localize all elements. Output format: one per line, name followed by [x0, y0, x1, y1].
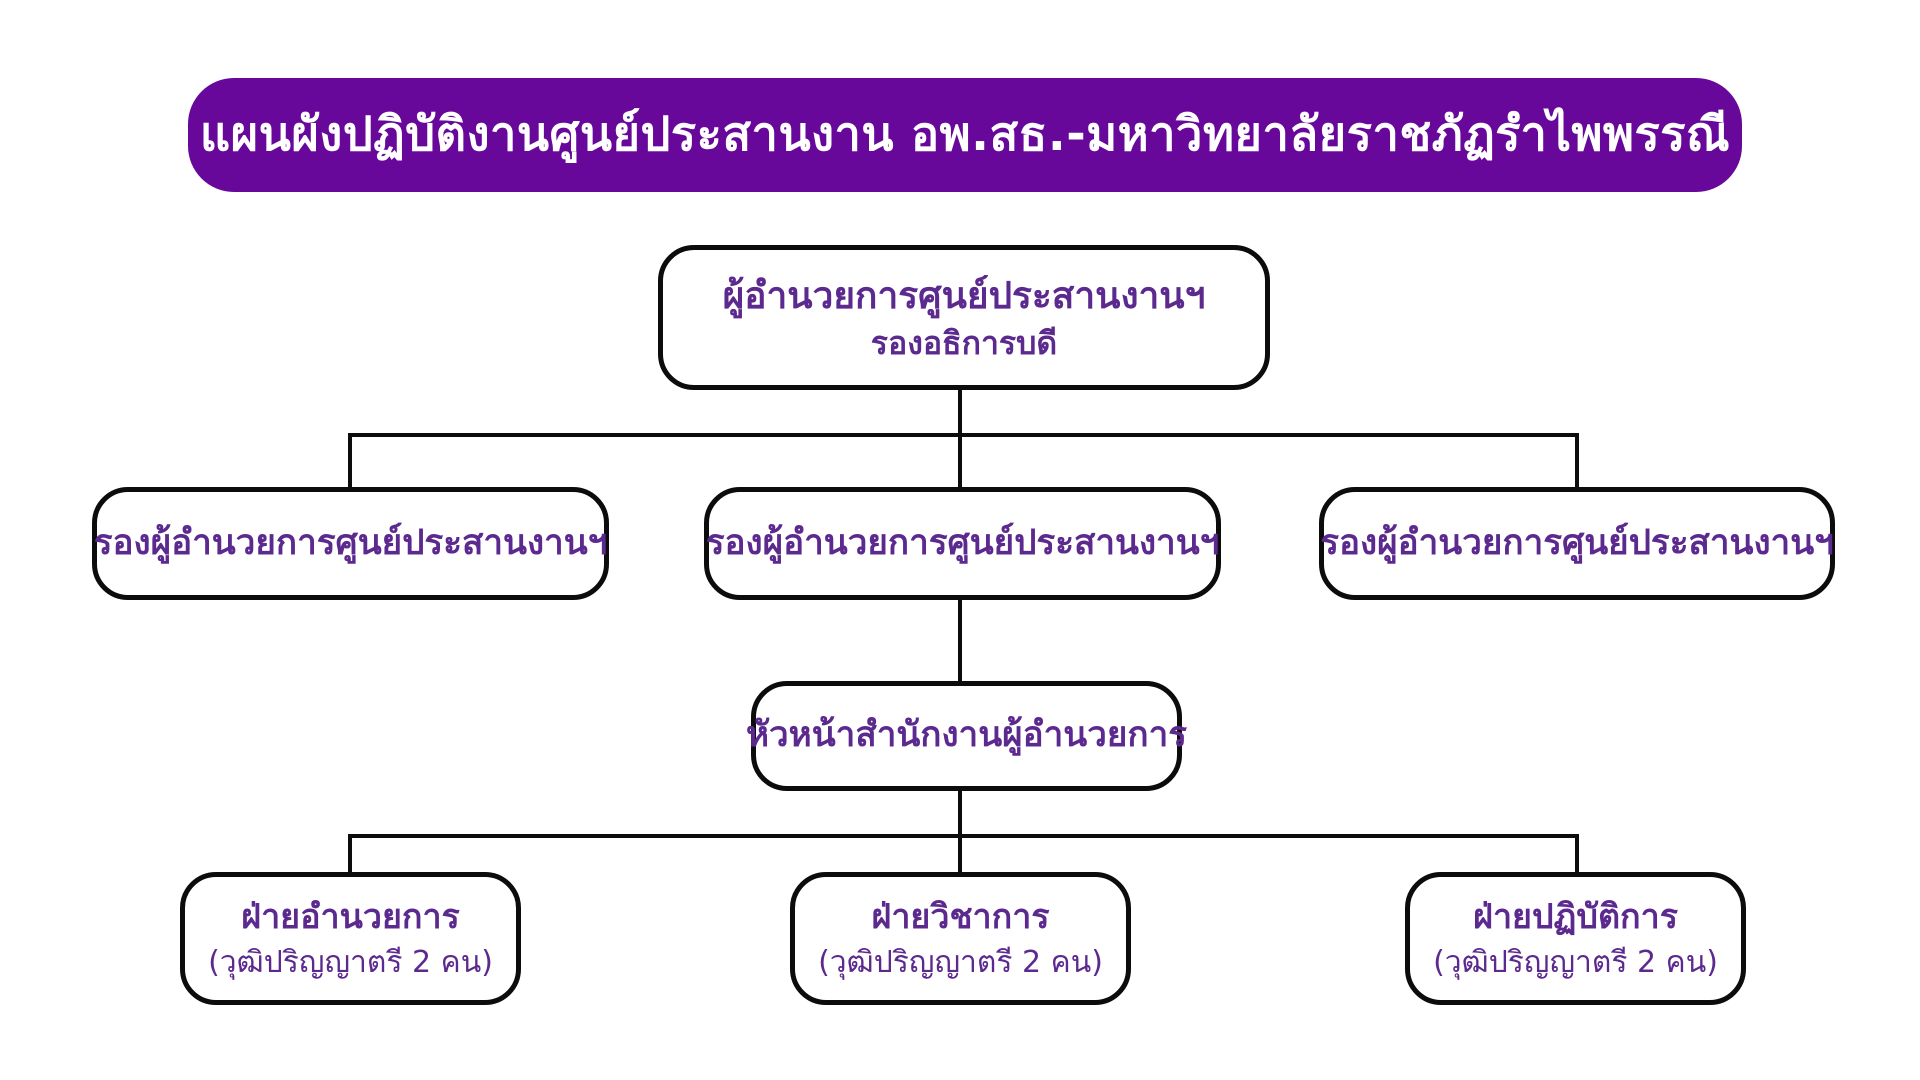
title-banner: แผนผังปฏิบัติงานศูนย์ประสานงาน อพ.สธ.-มห…: [188, 78, 1742, 192]
connector-drop-division-left: [348, 836, 352, 874]
node-division-administration: ฝ่ายอำนวยการ (วุฒิปริญญาตรี 2 คน): [180, 872, 521, 1005]
node-director: ผู้อำนวยการศูนย์ประสานงานฯ รองอธิการบดี: [658, 245, 1270, 390]
office-head-label: หัวหน้าสำนักงานผู้อำนวยการ: [745, 715, 1188, 756]
page-title: แผนผังปฏิบัติงานศูนย์ประสานงาน อพ.สธ.-มห…: [199, 106, 1731, 162]
node-deputy-director-left: รองผู้อำนวยการศูนย์ประสานงานฯ: [92, 487, 609, 600]
deputy-label: รองผู้อำนวยการศูนย์ประสานงานฯ: [1320, 522, 1834, 563]
division-detail: (วุฒิปริญญาตรี 2 คน): [208, 944, 493, 980]
connector-bracket-row4: [348, 834, 1579, 838]
division-detail: (วุฒิปริญญาตรี 2 คน): [818, 944, 1103, 980]
node-deputy-director-right: รองผู้อำนวยการศูนย์ประสานงานฯ: [1319, 487, 1835, 600]
node-division-operations: ฝ่ายปฏิบัติการ (วุฒิปริญญาตรี 2 คน): [1405, 872, 1746, 1005]
connector-drop-deputy-middle: [958, 435, 962, 489]
director-title: ผู้อำนวยการศูนย์ประสานงานฯ: [722, 273, 1206, 317]
connector-office-head-down: [958, 789, 962, 836]
node-office-head: หัวหน้าสำนักงานผู้อำนวยการ: [746, 681, 1187, 791]
connector-deputy-office-head: [958, 598, 962, 683]
deputy-label: รองผู้อำนวยการศูนย์ประสานงานฯ: [93, 522, 608, 563]
node-deputy-director-middle: รองผู้อำนวยการศูนย์ประสานงานฯ: [704, 487, 1221, 600]
division-name: ฝ่ายวิชาการ: [871, 897, 1050, 938]
connector-drop-deputy-left: [348, 435, 352, 489]
connector-drop-deputy-right: [1575, 435, 1579, 489]
connector-director-down: [958, 388, 962, 435]
director-subtitle: รองอธิการบดี: [870, 323, 1058, 362]
division-name: ฝ่ายอำนวยการ: [241, 897, 460, 938]
connector-bracket-row2: [348, 433, 1579, 437]
division-detail: (วุฒิปริญญาตรี 2 คน): [1433, 944, 1718, 980]
deputy-label: รองผู้อำนวยการศูนย์ประสานงานฯ: [705, 522, 1220, 563]
division-name: ฝ่ายปฏิบัติการ: [1473, 897, 1678, 938]
node-division-academic: ฝ่ายวิชาการ (วุฒิปริญญาตรี 2 คน): [790, 872, 1131, 1005]
connector-drop-division-right: [1575, 836, 1579, 874]
connector-drop-division-middle: [958, 836, 962, 874]
